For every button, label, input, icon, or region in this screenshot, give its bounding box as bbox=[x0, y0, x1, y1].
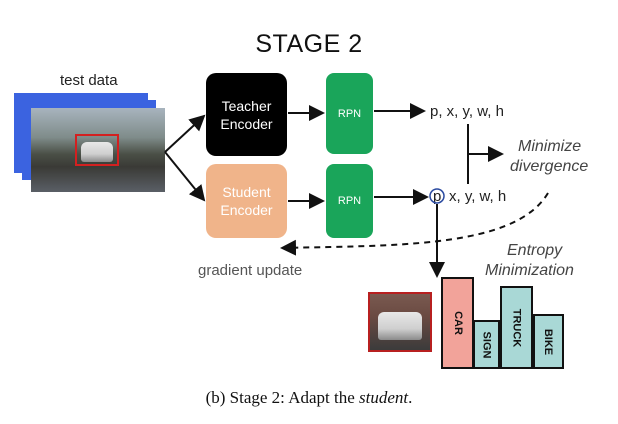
entropy-label-line2: Minimization bbox=[485, 262, 574, 279]
teacher-rpn-label: RPN bbox=[337, 107, 362, 120]
gradient-update-arrow bbox=[280, 192, 549, 256]
histogram-bar-truck: TRUCK bbox=[500, 286, 533, 369]
cropped-car-image bbox=[368, 292, 432, 352]
teacher-output-label: p, x, y, w, h bbox=[430, 103, 504, 120]
p-circle bbox=[429, 188, 445, 204]
arrow-image-to-teacher bbox=[164, 114, 206, 153]
histogram-bar-sign: SIGN bbox=[473, 320, 500, 369]
teacher-rpn: RPN bbox=[326, 73, 373, 154]
arrow-image-to-student bbox=[164, 151, 206, 202]
car-in-test-image bbox=[81, 142, 113, 162]
student-encoder-label-line2: Encoder bbox=[220, 202, 273, 218]
teacher-encoder-label-line1: Teacher bbox=[221, 97, 272, 114]
detection-box bbox=[75, 134, 119, 166]
student-rpn-label: RPN bbox=[337, 195, 362, 207]
minimize-label-line1: Minimize bbox=[518, 138, 582, 155]
diagram-title: STAGE 2 bbox=[255, 30, 363, 58]
cropped-car-shape bbox=[378, 312, 422, 340]
test-image bbox=[31, 108, 165, 192]
student-output-p: p bbox=[433, 188, 442, 205]
minimize-label-line2: divergence bbox=[510, 158, 589, 175]
test-data-label: test data bbox=[60, 72, 118, 89]
caption-suffix: . bbox=[408, 388, 413, 407]
caption-prefix: (b) Stage 2: Adapt the bbox=[205, 388, 360, 407]
caption-emphasis: student bbox=[359, 388, 409, 407]
gradient-update-label: gradient update bbox=[198, 262, 303, 279]
entropy-label-line1: Entropy bbox=[507, 242, 563, 259]
student-rpn: RPN bbox=[326, 164, 373, 238]
figure-caption: (b) Stage 2: Adapt the student. bbox=[0, 388, 618, 408]
student-encoder-label-line1: Student bbox=[222, 184, 271, 200]
teacher-encoder-label-line2: Encoder bbox=[220, 115, 273, 132]
histogram-bar-car: CAR bbox=[441, 277, 474, 369]
histogram-bar-bike: BIKE bbox=[533, 314, 564, 369]
student-output-rest: x, y, w, h bbox=[449, 188, 507, 205]
